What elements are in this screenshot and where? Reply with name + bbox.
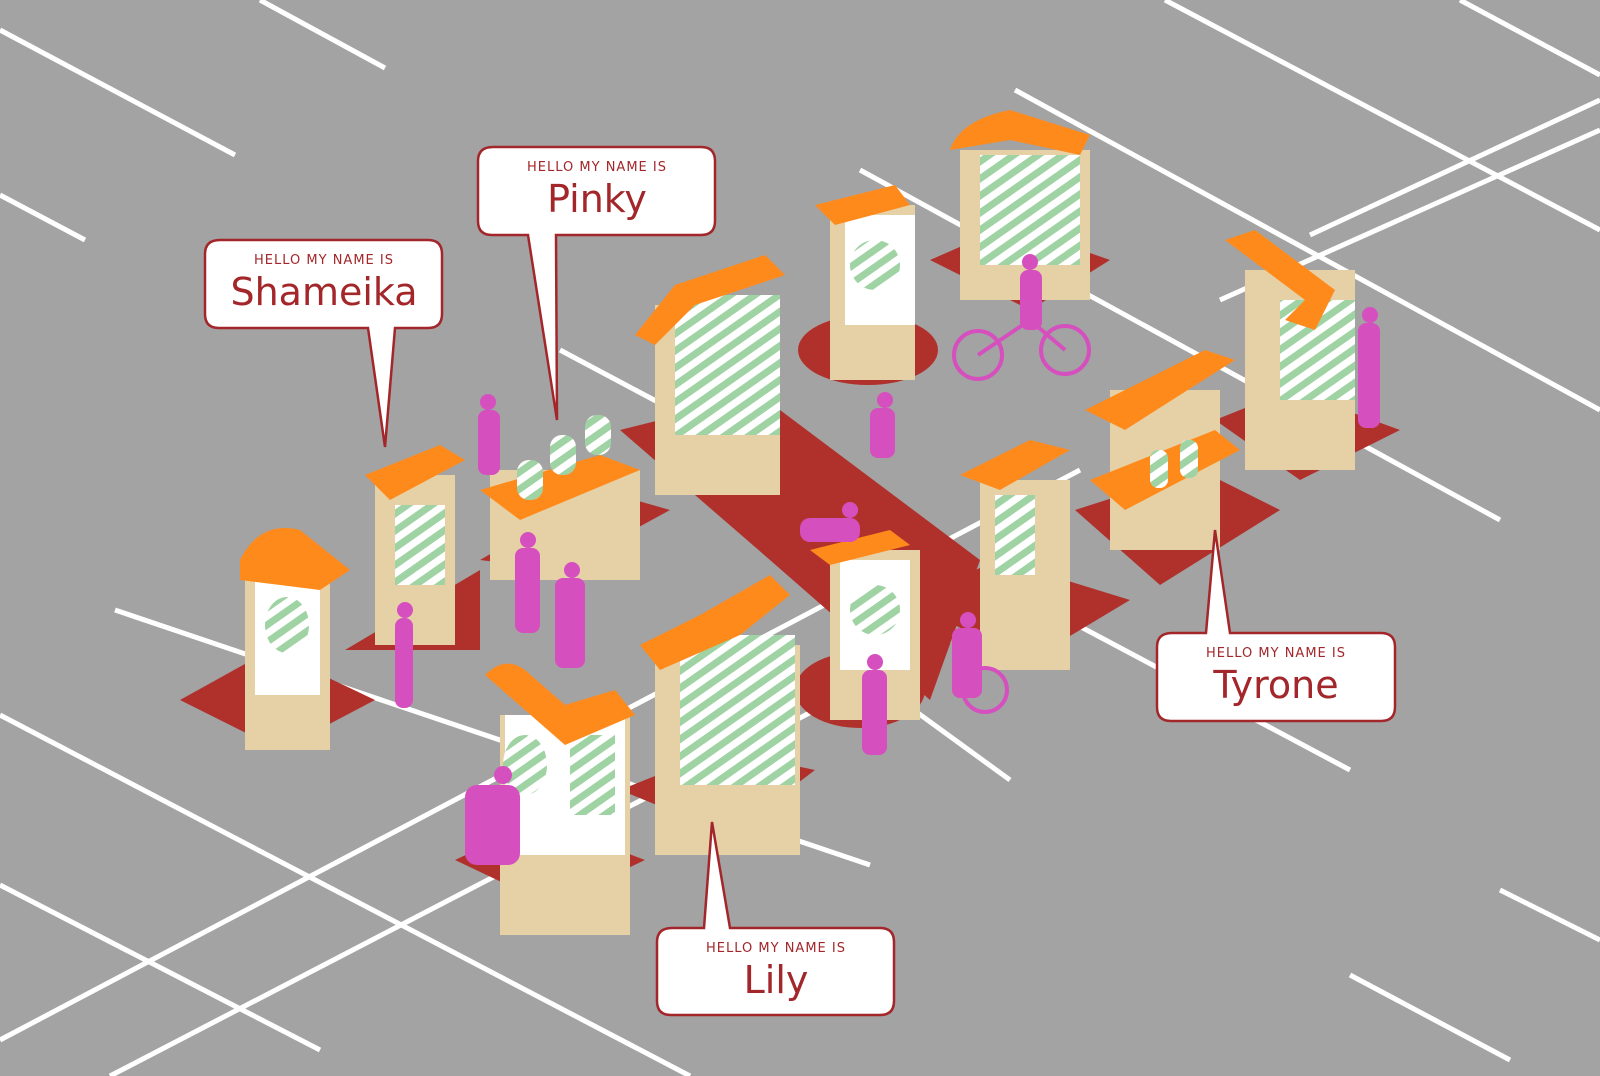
- callout-name: Pinky: [547, 177, 647, 221]
- kiosk: [365, 445, 465, 645]
- callout-name: Lily: [743, 958, 809, 1002]
- callout-lily: HELLO MY NAME IS Lily: [657, 928, 895, 1016]
- person: [515, 532, 540, 633]
- callout-greeting: HELLO MY NAME IS: [527, 160, 667, 175]
- callout-name: Tyrone: [1213, 663, 1339, 707]
- callout-greeting: HELLO MY NAME IS: [1206, 646, 1346, 661]
- kiosk: [950, 110, 1090, 300]
- callout-greeting: HELLO MY NAME IS: [706, 941, 846, 956]
- kiosk: [635, 255, 785, 495]
- person: [555, 562, 585, 668]
- bicycle: [952, 318, 1091, 381]
- wheelchair: [961, 666, 1009, 714]
- person: [800, 502, 860, 542]
- kiosk: [815, 185, 915, 380]
- kiosk: [240, 528, 350, 750]
- person: [862, 654, 887, 755]
- person: [478, 394, 500, 475]
- kiosk: [960, 440, 1070, 670]
- kiosk: [485, 663, 635, 935]
- callout-outlines: [203, 145, 1397, 1017]
- kiosk: [1225, 230, 1355, 470]
- person: [1358, 307, 1380, 428]
- callout-pinky: HELLO MY NAME IS Pinky: [478, 147, 716, 235]
- kiosk: [640, 575, 800, 855]
- kiosk: [1085, 350, 1240, 550]
- kiosk: [480, 415, 640, 580]
- callout-greeting: HELLO MY NAME IS: [254, 253, 394, 268]
- callout-tyrone: HELLO MY NAME IS Tyrone: [1157, 633, 1395, 721]
- person: [395, 602, 413, 708]
- callout-shameika: HELLO MY NAME IS Shameika: [205, 240, 443, 328]
- person: [1020, 254, 1042, 330]
- person: [465, 766, 520, 865]
- callout-name: Shameika: [230, 270, 418, 314]
- person: [952, 612, 982, 698]
- person: [870, 392, 895, 458]
- people: [395, 254, 1380, 865]
